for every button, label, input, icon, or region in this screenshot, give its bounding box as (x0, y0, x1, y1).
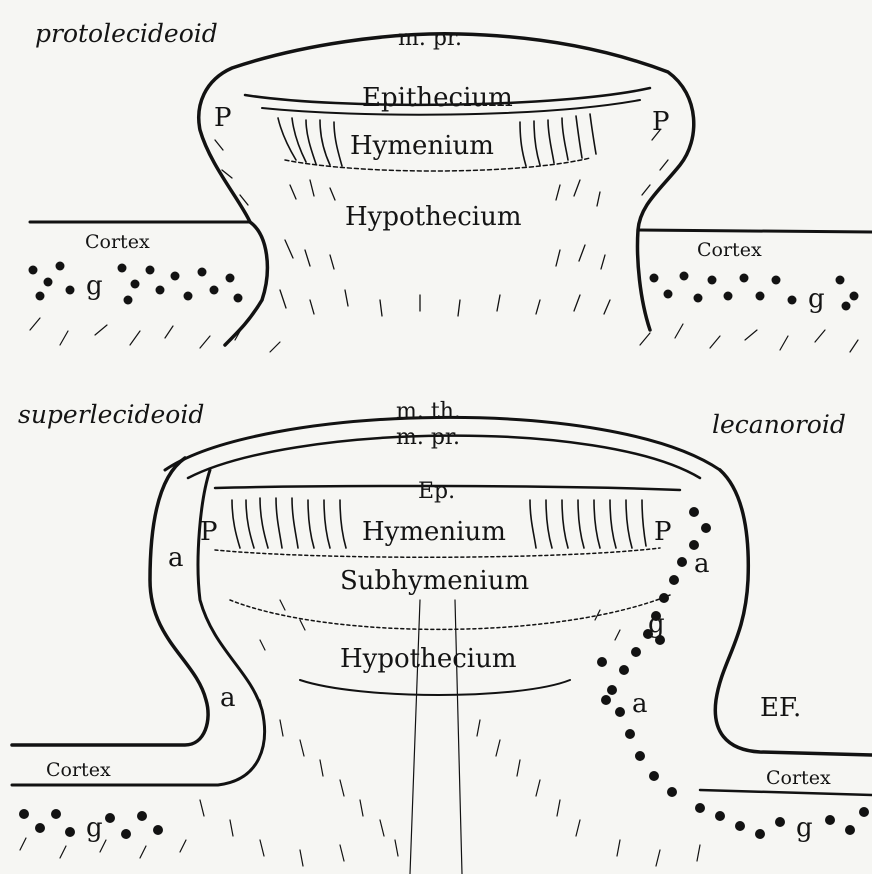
top-cortex-right-label: Cortex (697, 239, 762, 261)
top-hypothecium-label: Hypothecium (345, 202, 522, 232)
top-g-left-label: g (86, 271, 103, 301)
bottom-p-right-label: P (654, 517, 672, 547)
bottom-a-left-upper-label: a (168, 543, 184, 573)
bottom-a-right-lower-label: a (632, 689, 648, 719)
top-p-right-label: P (652, 107, 670, 137)
bottom-diagram: superlecideoid lecanoroid m. th. m. pr. … (12, 399, 872, 874)
artist-signature: EF. (760, 693, 801, 723)
bottom-center-divider (410, 600, 462, 874)
top-g-right-label: g (808, 284, 825, 314)
top-title: protolecideoid (35, 19, 218, 48)
top-gonidia (29, 262, 859, 311)
top-medulla-hyphae (30, 318, 858, 352)
bottom-hymenium-label: Hymenium (362, 517, 506, 547)
bottom-hypothecium-base (300, 680, 570, 695)
bottom-a-right-upper-label: a (694, 549, 710, 579)
bottom-subhymenium-base (230, 595, 670, 629)
bottom-title-left: superlecideoid (18, 400, 204, 429)
bottom-a-left-lower-label: a (220, 683, 236, 713)
bottom-subhymenium-label: Subhymenium (340, 566, 529, 596)
bottom-hymenium-base (215, 548, 660, 557)
bottom-g-left-label: g (86, 813, 103, 843)
bottom-m-pr-label: m. pr. (396, 425, 460, 450)
top-cortex-line-right (638, 230, 872, 232)
top-diagram: protolecideoid m. pr. Epithecium Hymeniu… (29, 19, 872, 352)
top-m-pr-label: m. pr. (398, 26, 462, 51)
top-p-left-label: P (214, 103, 232, 133)
bottom-outline-left (12, 458, 208, 745)
bottom-hyphae (20, 600, 700, 866)
bottom-title-right: lecanoroid (712, 410, 846, 439)
bottom-g-right-label: g (796, 813, 813, 843)
bottom-m-th-label: m. th. (396, 399, 461, 424)
bottom-g-right-mid-label: g (648, 609, 665, 639)
bottom-ep-label: Ep. (418, 479, 455, 504)
top-apothecium-outline (199, 34, 694, 345)
top-cortex-left-label: Cortex (85, 231, 150, 253)
top-epithecium-label: Epithecium (362, 83, 513, 113)
bottom-cortex-left-label: Cortex (46, 759, 111, 781)
bottom-cortex-line-right (700, 790, 872, 795)
bottom-p-left-label: P (200, 517, 218, 547)
bottom-outline-left-inner (12, 470, 265, 785)
top-hymenium-label: Hymenium (350, 131, 494, 161)
bottom-cortex-right-label: Cortex (766, 767, 831, 789)
bottom-hypothecium-label: Hypothecium (340, 644, 517, 674)
